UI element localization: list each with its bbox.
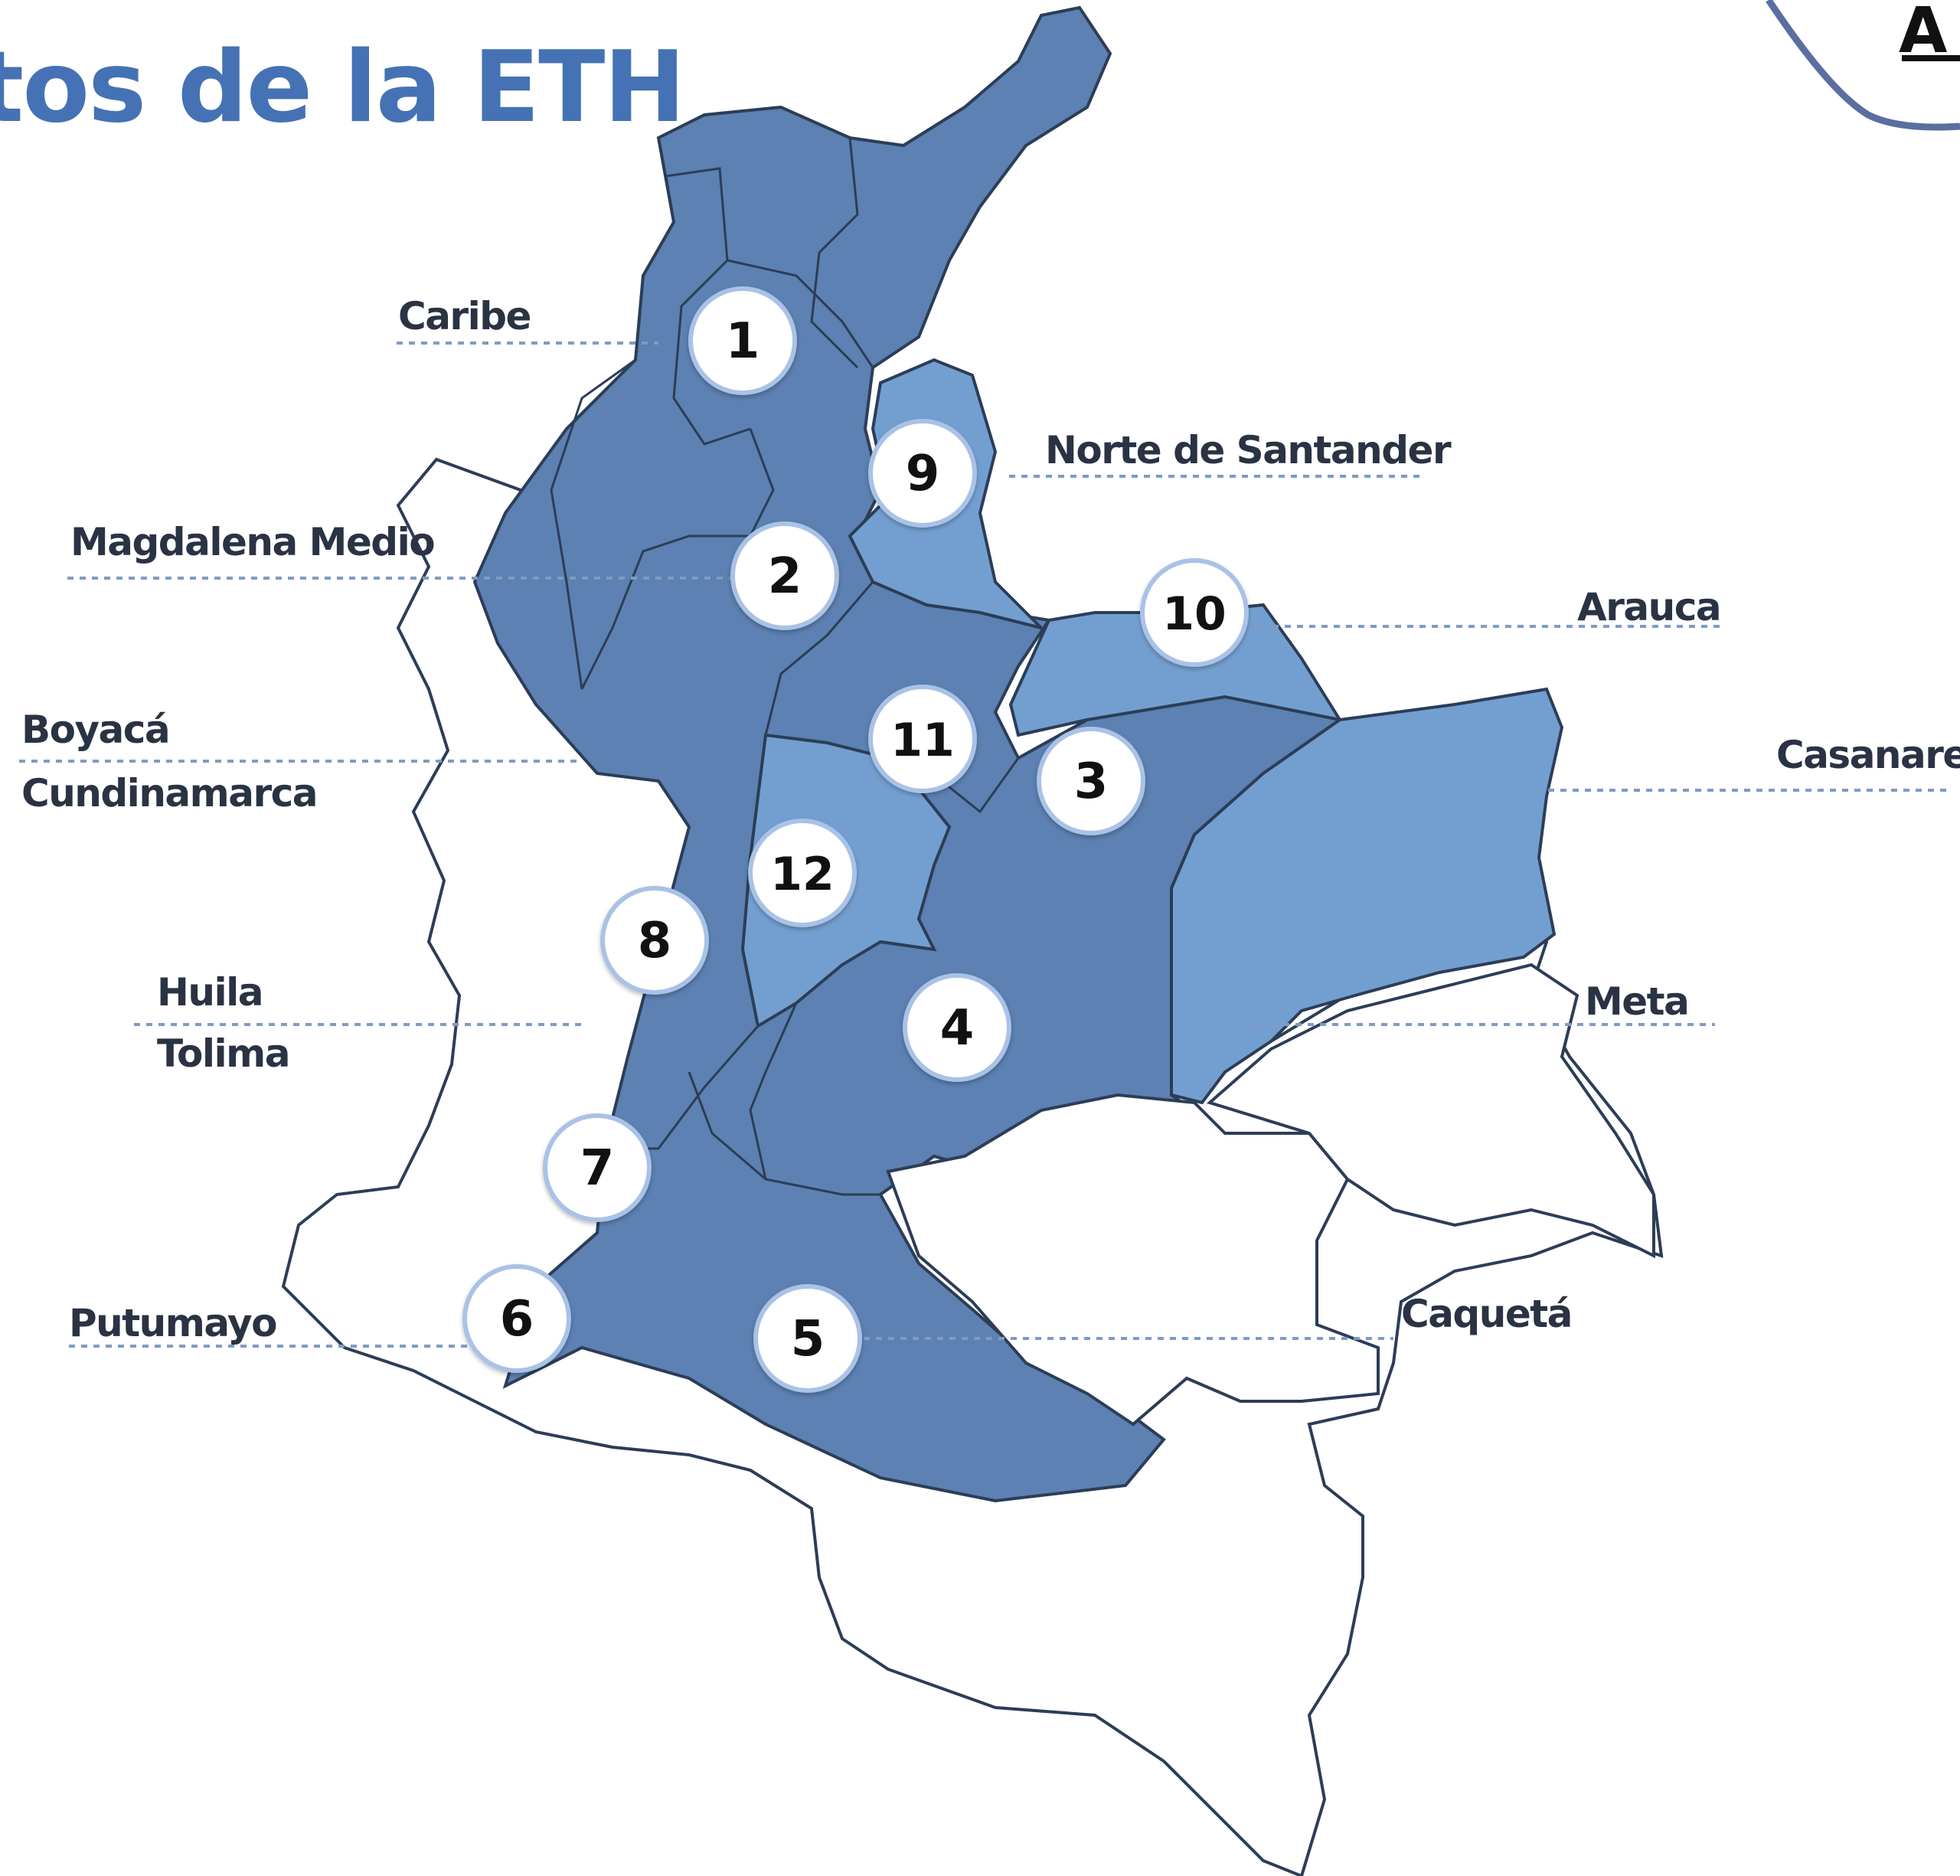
marker-number: 12 bbox=[770, 848, 835, 901]
marker-circle bbox=[868, 685, 977, 793]
marker-circle bbox=[600, 886, 709, 995]
label-norte-santander: Norte de Santander bbox=[1045, 428, 1452, 472]
marker-7: 7 bbox=[543, 1113, 652, 1222]
marker-8: 8 bbox=[600, 886, 709, 995]
marker-circle bbox=[1037, 727, 1145, 835]
marker-circle bbox=[748, 819, 857, 927]
marker-circle bbox=[462, 1264, 571, 1373]
label-caribe: Caribe bbox=[398, 294, 531, 338]
logo-arc bbox=[1766, 0, 1960, 131]
label-huila: Huila bbox=[157, 970, 263, 1015]
marker-1: 1 bbox=[688, 286, 797, 395]
marker-number: 4 bbox=[940, 1000, 975, 1057]
white-patch-meta-east bbox=[1206, 963, 1655, 1259]
logo-letter: A bbox=[1899, 0, 1948, 67]
label-putumayo: Putumayo bbox=[69, 1301, 277, 1345]
marker-11: 11 bbox=[868, 685, 977, 793]
logo-underline bbox=[1902, 55, 1960, 61]
marker-number: 1 bbox=[726, 313, 760, 370]
label-boyaca: Boyacá bbox=[21, 708, 171, 752]
label-arauca: Arauca bbox=[1577, 585, 1722, 629]
white-patch-caqueta bbox=[886, 1093, 1380, 1427]
page-title: tos de la ETH bbox=[0, 31, 686, 145]
marker-9: 9 bbox=[868, 419, 977, 528]
marker-circle bbox=[1140, 558, 1249, 667]
marker-circle bbox=[730, 521, 839, 630]
marker-12: 12 bbox=[748, 819, 857, 927]
department-borders bbox=[505, 137, 1173, 1387]
marker-10: 10 bbox=[1140, 558, 1249, 667]
label-meta: Meta bbox=[1585, 979, 1690, 1024]
marker-circle bbox=[688, 286, 797, 395]
marker-circle bbox=[868, 419, 977, 528]
marker-3: 3 bbox=[1037, 727, 1145, 835]
label-cundinamarca: Cundinamarca bbox=[21, 771, 318, 815]
marker-6: 6 bbox=[462, 1264, 571, 1373]
marker-number: 5 bbox=[791, 1311, 825, 1368]
marker-number: 6 bbox=[500, 1291, 534, 1348]
marker-number: 9 bbox=[906, 446, 940, 502]
label-caqueta: Caquetá bbox=[1401, 1292, 1573, 1336]
marker-number: 10 bbox=[1162, 587, 1227, 641]
marker-circle bbox=[543, 1113, 652, 1222]
marker-2: 2 bbox=[730, 521, 839, 630]
marker-number: 11 bbox=[890, 714, 955, 767]
marker-number: 7 bbox=[580, 1140, 615, 1197]
marker-number: 8 bbox=[638, 913, 672, 969]
label-tolima: Tolima bbox=[157, 1031, 290, 1076]
label-magdalena-medio: Magdalena Medio bbox=[70, 520, 436, 564]
label-casanare: Casanare bbox=[1776, 733, 1960, 777]
marker-circle bbox=[903, 973, 1011, 1082]
marker-number: 3 bbox=[1074, 753, 1109, 810]
marker-circle bbox=[753, 1284, 862, 1393]
marker-5: 5 bbox=[753, 1284, 862, 1393]
leader-lines bbox=[19, 342, 1952, 1348]
marker-4: 4 bbox=[903, 973, 1011, 1082]
marker-number: 2 bbox=[768, 548, 802, 605]
